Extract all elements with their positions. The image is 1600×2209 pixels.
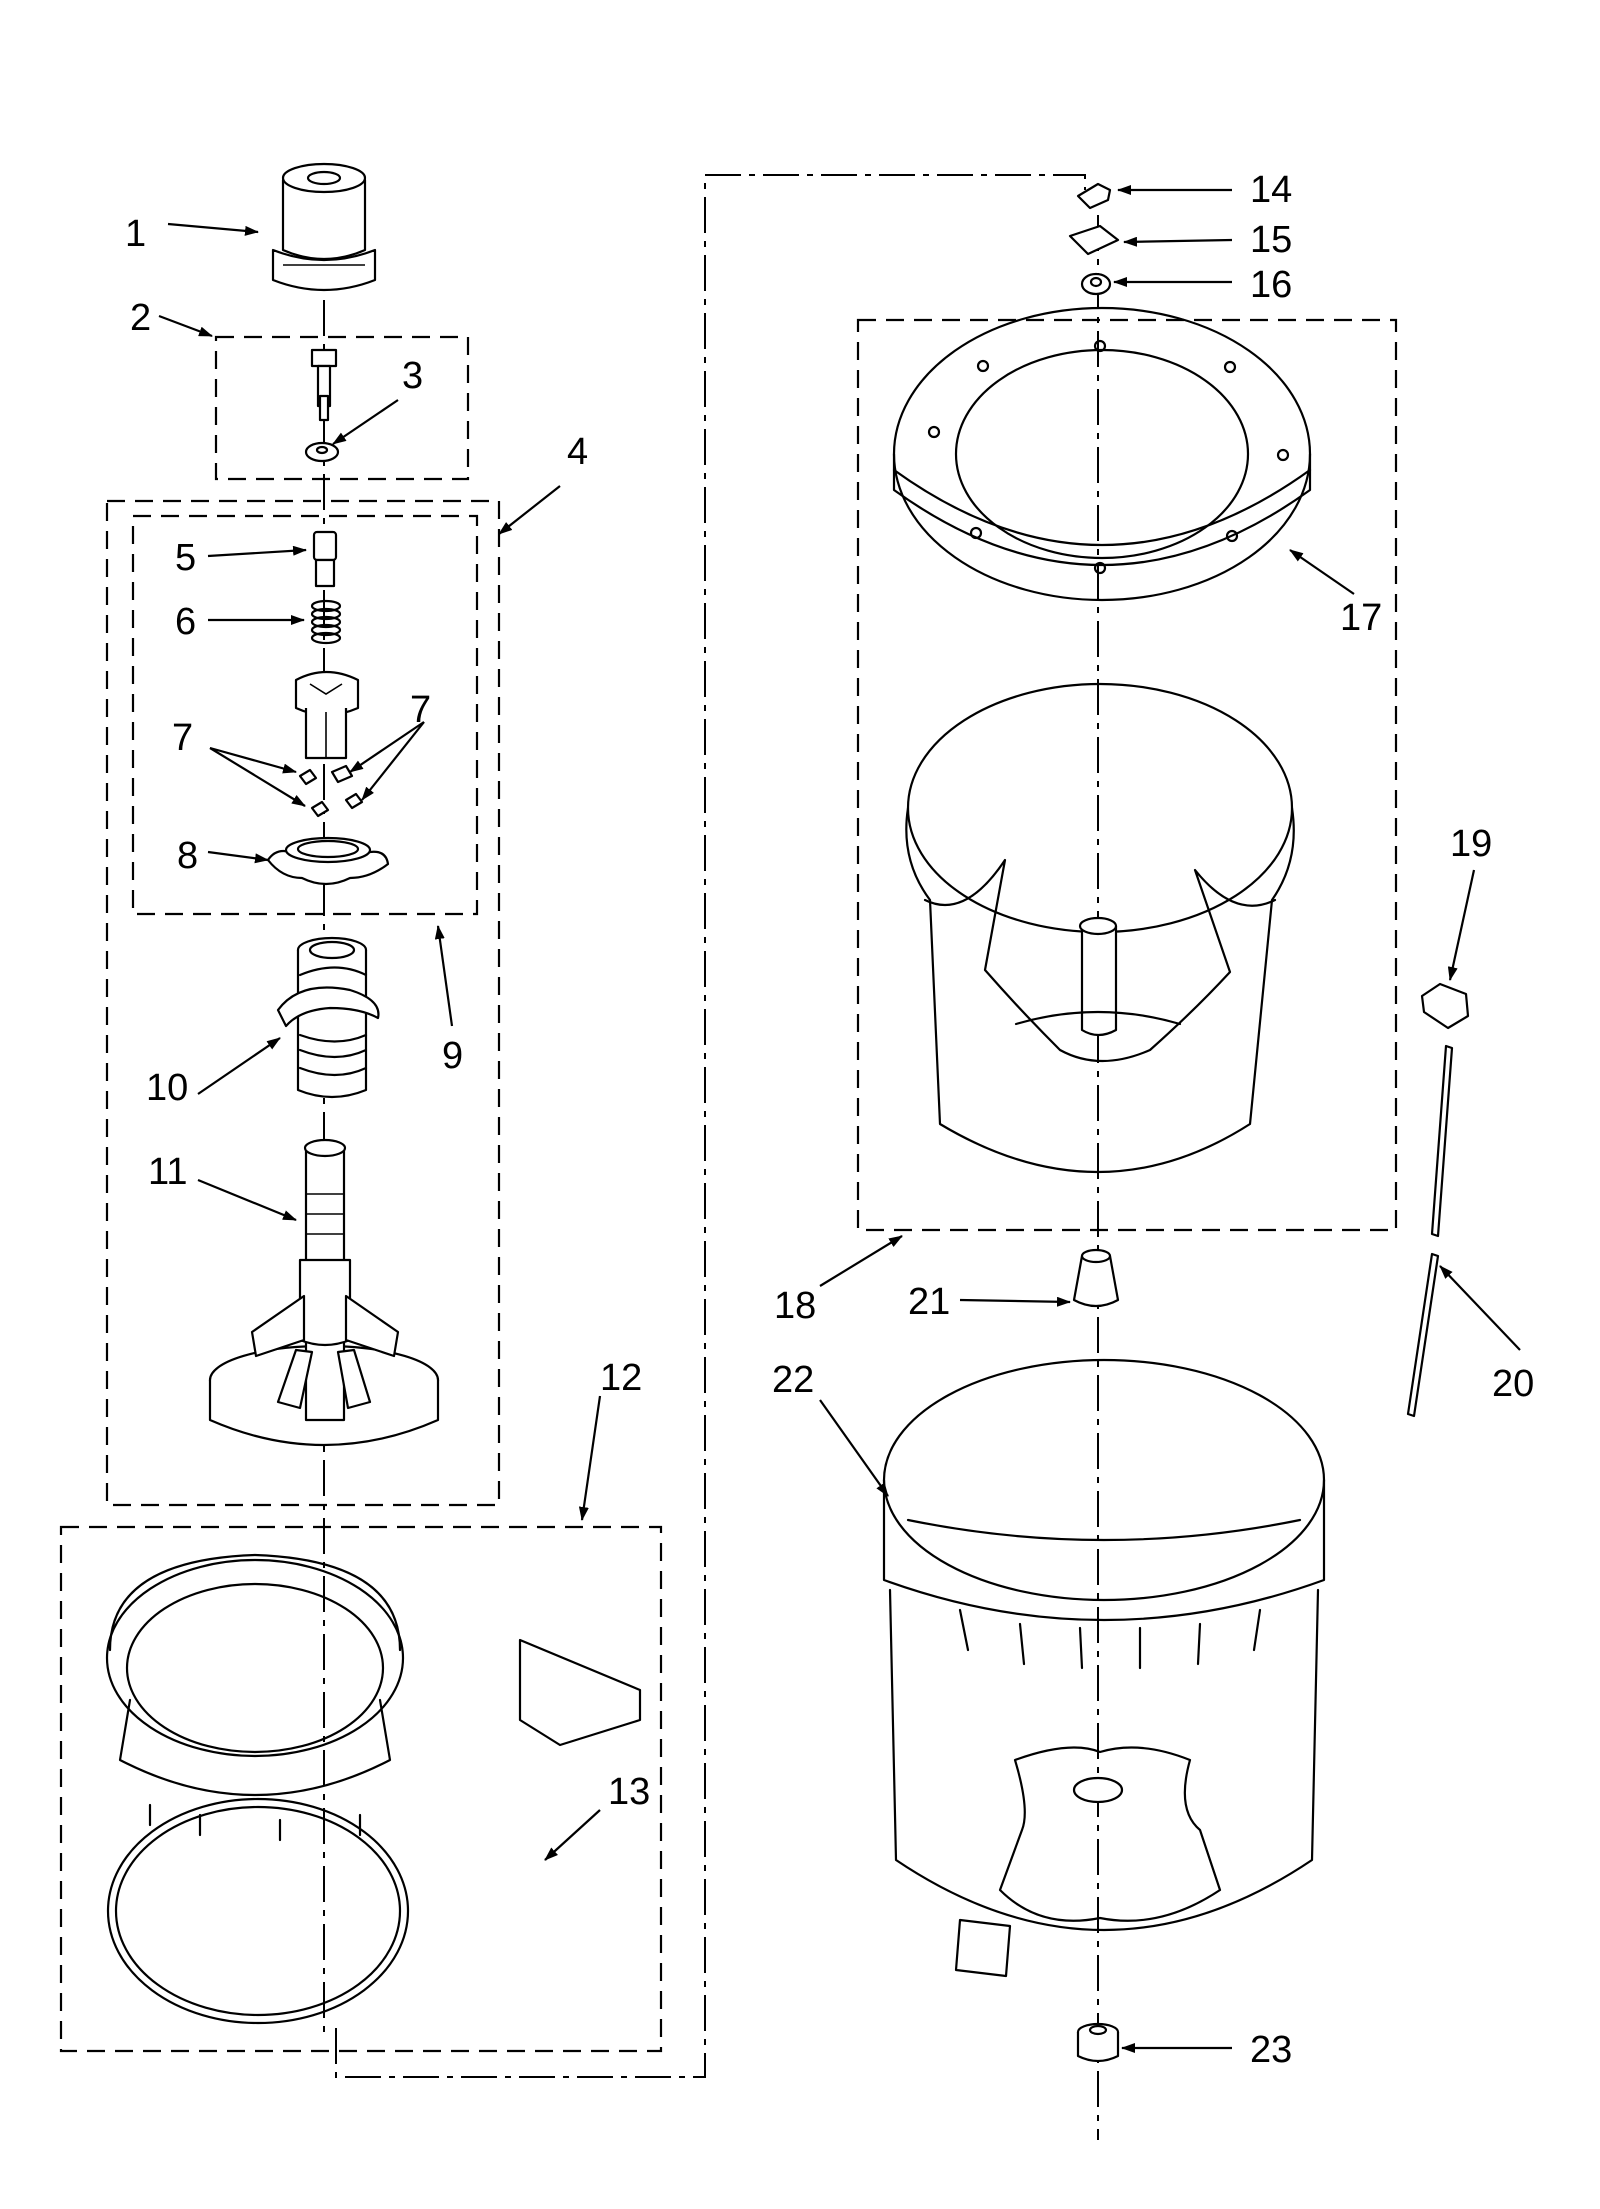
group-box-17 xyxy=(856,318,1398,1232)
group-box-2 xyxy=(214,335,470,481)
callout-8: 8 xyxy=(177,835,198,877)
callout-2: 2 xyxy=(130,297,151,339)
part-8-cam xyxy=(266,836,390,886)
part-18-basket xyxy=(905,682,1295,1173)
callout-23: 23 xyxy=(1250,2029,1292,2071)
callout-7b: 7 xyxy=(410,689,431,731)
part-21-drive-bell xyxy=(1072,1248,1120,1308)
callout-6: 6 xyxy=(175,601,196,643)
callout-15: 15 xyxy=(1250,219,1292,261)
part-11-agitator-base xyxy=(208,1138,440,1447)
callout-17: 17 xyxy=(1340,597,1382,639)
part-12-support-ring xyxy=(105,1553,642,1842)
callout-16: 16 xyxy=(1250,264,1292,306)
part-17-balance-ring xyxy=(892,306,1312,602)
part-6-spring xyxy=(310,599,342,645)
group-box-12 xyxy=(59,1525,663,2053)
part-5-coupling xyxy=(312,530,338,588)
group-box-9 xyxy=(131,514,479,916)
callout-20: 20 xyxy=(1492,1363,1534,1405)
connector-line xyxy=(335,174,1086,2078)
callout-19: 19 xyxy=(1450,823,1492,865)
part-drive-block xyxy=(294,670,360,760)
part-10-auger xyxy=(276,936,380,1099)
part-2-bolt xyxy=(310,348,338,422)
callout-4: 4 xyxy=(567,431,588,473)
callout-18: 18 xyxy=(774,1285,816,1327)
callout-3: 3 xyxy=(402,355,423,397)
callout-10: 10 xyxy=(146,1067,188,1109)
part-16-nut xyxy=(1080,272,1112,296)
part-15-plate xyxy=(1068,224,1120,256)
callout-1: 1 xyxy=(125,213,146,255)
part-14-clip xyxy=(1076,182,1112,210)
callout-12: 12 xyxy=(600,1357,642,1399)
part-20-hose xyxy=(1406,1044,1454,1418)
callout-14: 14 xyxy=(1250,169,1292,211)
group-box-4 xyxy=(105,499,501,1507)
part-1-agitator-cap xyxy=(271,162,377,292)
callout-5: 5 xyxy=(175,537,196,579)
part-13-seal-ring xyxy=(106,1797,410,2025)
callout-11: 11 xyxy=(148,1151,187,1193)
callout-7a: 7 xyxy=(172,717,193,759)
part-3-washer xyxy=(304,441,340,463)
callout-21: 21 xyxy=(908,1281,950,1323)
part-23-cap xyxy=(1076,2022,1120,2063)
callout-22: 22 xyxy=(772,1359,814,1401)
part-19-clip xyxy=(1420,982,1470,1030)
part-7-dogs xyxy=(298,764,364,818)
callout-13: 13 xyxy=(608,1771,650,1813)
part-22-outer-tub xyxy=(882,1358,1326,1978)
callout-9: 9 xyxy=(442,1035,463,1077)
leader-arrows xyxy=(158,185,1521,2053)
